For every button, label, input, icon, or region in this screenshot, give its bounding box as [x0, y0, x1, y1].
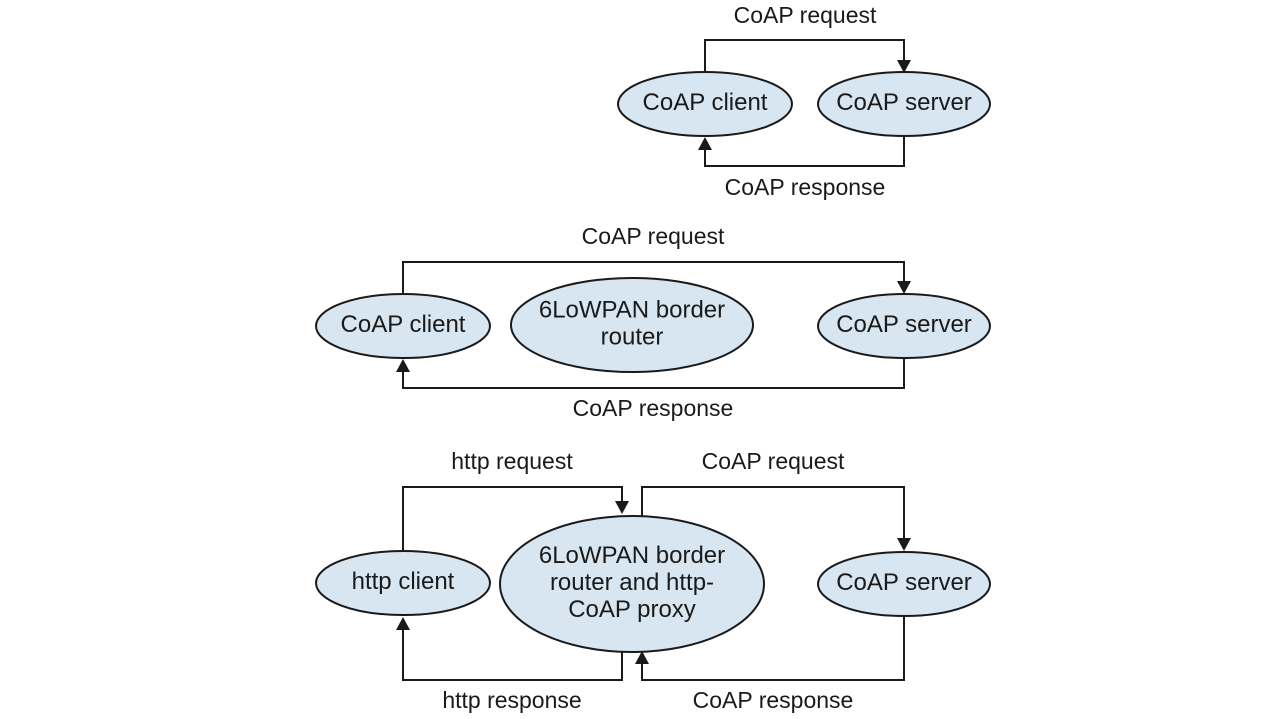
node-coap-client: CoAP client [617, 71, 793, 137]
arrowhead [897, 60, 911, 73]
edge-label-coap-request: CoAP request [734, 2, 877, 28]
edge-coap-response: CoAP response [698, 136, 905, 200]
edge-label-coap-request: CoAP request [582, 223, 725, 249]
node-coap-client: CoAP client [315, 293, 491, 359]
arrowhead [615, 501, 629, 514]
node-label: CoAP server [836, 569, 972, 596]
edge-coap-response: CoAP response [396, 357, 905, 421]
edge-line [402, 486, 623, 551]
node-label: http client [352, 568, 455, 595]
edge-coap-request: CoAP request [402, 223, 911, 294]
edge-label-coap-response: CoAP response [693, 687, 854, 713]
node-label-line: CoAP client [341, 311, 466, 338]
edge-label-http-request: http request [451, 448, 573, 474]
node-label-line: router [601, 324, 664, 351]
arrowhead [396, 617, 410, 630]
edge-line [402, 357, 905, 389]
node-label-line: CoAP server [836, 89, 972, 116]
node-label: CoAP server [836, 89, 972, 116]
arrowhead [698, 137, 712, 150]
node-label: CoAP client [341, 311, 466, 338]
edge-http-response: http response [396, 617, 623, 713]
edge-line [704, 136, 905, 167]
scenario-border-router: CoAP request CoAP response CoAP client 6… [315, 223, 991, 421]
node-label-line: CoAP client [643, 89, 768, 116]
arrowhead [635, 651, 649, 664]
edge-line [641, 616, 905, 681]
edge-line [704, 39, 905, 72]
node-label-line: router and http- [550, 569, 714, 596]
node-label-line: http client [352, 568, 455, 595]
node-coap-server: CoAP server [817, 551, 991, 617]
edge-label-http-response: http response [442, 687, 581, 713]
edge-http-request: http request [402, 448, 629, 551]
edge-label-coap-response: CoAP response [725, 174, 886, 200]
node-label: CoAP client [643, 89, 768, 116]
edge-coap-request: CoAP request [704, 2, 911, 73]
scenario-http-proxy: http request http response CoAP request … [315, 448, 991, 713]
node-coap-server: CoAP server [817, 293, 991, 359]
edge-label-coap-request: CoAP request [702, 448, 845, 474]
node-label: CoAP server [836, 311, 972, 338]
arrowhead [897, 281, 911, 294]
node-label-line: CoAP server [836, 569, 972, 596]
node-http-client: http client [315, 550, 491, 616]
arrowhead [897, 538, 911, 551]
edge-line [641, 486, 905, 540]
edge-coap-request: CoAP request [641, 448, 911, 551]
edge-line [402, 628, 623, 681]
node-coap-server: CoAP server [817, 71, 991, 137]
scenario-direct-coap: CoAP request CoAP response CoAP client C… [617, 2, 991, 200]
edge-label-coap-response: CoAP response [573, 395, 734, 421]
arrowhead [396, 359, 410, 372]
node-label-line: CoAP server [836, 311, 972, 338]
node-label-line: 6LoWPAN border [539, 542, 725, 569]
node-label-line: CoAP proxy [568, 596, 696, 623]
node-label-line: 6LoWPAN border [539, 297, 725, 324]
edge-coap-response: CoAP response [635, 616, 905, 713]
edge-line [402, 261, 905, 294]
